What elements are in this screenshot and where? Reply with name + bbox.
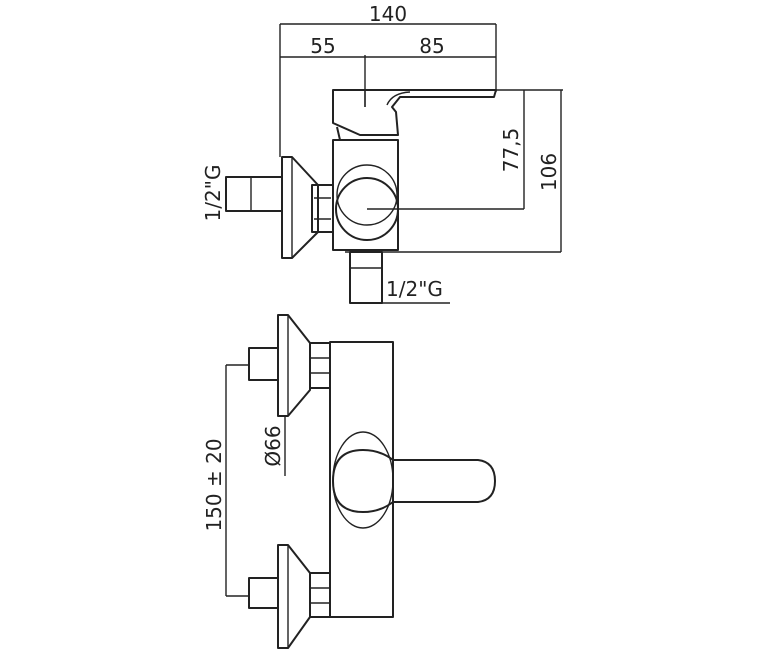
dim-inlet-spacing: 150 ± 20 <box>202 438 226 531</box>
dimension-lines-front <box>225 364 286 597</box>
dim-85: 85 <box>419 34 444 58</box>
dim-55: 55 <box>310 34 335 58</box>
thread-label-bottom: 1/2"G <box>386 277 443 301</box>
side-view: 140 55 85 77,5 106 1/2"G 1/2"G <box>201 2 563 304</box>
mixer-front-outline <box>248 314 496 649</box>
dim-77-5: 77,5 <box>499 128 523 173</box>
dim-flange-diameter: Ø66 <box>261 425 285 466</box>
dimension-lines-top <box>279 23 563 304</box>
dim-106: 106 <box>537 153 561 191</box>
dim-140: 140 <box>369 2 407 26</box>
thread-label-side: 1/2"G <box>201 165 225 222</box>
mixer-side-outline <box>225 89 497 304</box>
front-view: 150 ± 20 Ø66 <box>202 314 496 649</box>
